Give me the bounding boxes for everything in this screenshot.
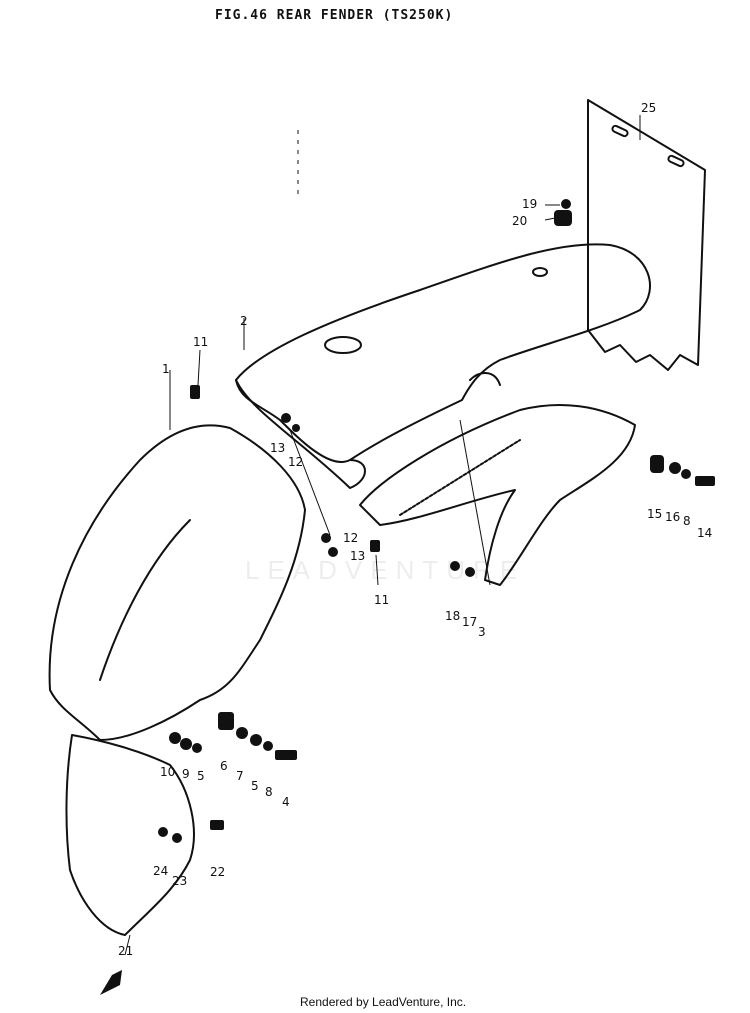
callout-16: 16 — [665, 510, 680, 524]
callout-5b: 5 — [251, 779, 259, 793]
callout-15: 15 — [647, 507, 662, 521]
washer-23 — [172, 833, 182, 843]
callout-14: 14 — [697, 526, 712, 540]
nut-13 — [281, 413, 291, 423]
callout-19: 19 — [522, 197, 537, 211]
bolt-11 — [190, 385, 200, 399]
callout-20: 20 — [512, 214, 527, 228]
callout-1: 1 — [162, 362, 170, 376]
callout-8: 8 — [265, 785, 273, 799]
callout-24: 24 — [153, 864, 168, 878]
callout-23: 23 — [172, 874, 187, 888]
screw-22 — [210, 820, 224, 830]
callout-4: 4 — [282, 795, 290, 809]
callout-12b: 12 — [343, 531, 358, 545]
callout-3: 3 — [478, 625, 486, 639]
callout-11: 11 — [193, 335, 208, 349]
callout-13b: 13 — [350, 549, 365, 563]
spacer-6 — [218, 712, 234, 730]
washer-5b — [192, 743, 202, 753]
render-credit: Rendered by LeadVenture, Inc. — [300, 995, 467, 1009]
callout-18: 18 — [445, 609, 460, 623]
cushion-20 — [554, 210, 572, 226]
callout-12: 12 — [288, 455, 303, 469]
fasteners — [158, 199, 715, 843]
callout-17: 17 — [462, 615, 477, 629]
license-plate — [587, 99, 706, 371]
bolt-19 — [561, 199, 571, 209]
plate-slot — [667, 154, 685, 168]
bolt-14 — [695, 476, 715, 486]
callout-11b: 11 — [374, 593, 389, 607]
callouts: 1 2 3 4 5 5 6 7 8 8 9 10 11 11 12 12 13 … — [118, 101, 712, 958]
nut-24 — [158, 827, 168, 837]
fender-bracket — [359, 404, 636, 586]
upper-fender — [235, 243, 651, 463]
plate-slot — [611, 124, 629, 138]
collar-16 — [669, 462, 681, 474]
callout-6: 6 — [220, 759, 228, 773]
bolt-11b — [370, 540, 380, 552]
collar-7 — [236, 727, 248, 739]
washer-8 — [681, 469, 691, 479]
nut-15 — [650, 455, 664, 473]
leader-lines — [124, 115, 641, 956]
callout-10: 10 — [160, 765, 175, 779]
nut-18 — [450, 561, 460, 571]
nut-10 — [169, 732, 181, 744]
callout-22: 22 — [210, 865, 225, 879]
callout-13: 13 — [270, 441, 285, 455]
washer-12 — [292, 424, 300, 432]
callout-21: 21 — [118, 944, 133, 958]
arrow-mark — [100, 970, 122, 995]
figure-title: FIG.46 REAR FENDER (TS250K) — [215, 8, 454, 23]
main-fender — [48, 424, 306, 741]
callout-7: 7 — [236, 769, 244, 783]
callout-9: 9 — [182, 767, 190, 781]
washer-5 — [250, 734, 262, 746]
washer-12b — [321, 533, 331, 543]
washer-9 — [180, 738, 192, 750]
callout-5: 5 — [197, 769, 205, 783]
callout-2: 2 — [240, 314, 248, 328]
callout-25: 25 — [641, 101, 656, 115]
washer-8b — [263, 741, 273, 751]
nut-13b — [328, 547, 338, 557]
callout-8b: 8 — [683, 514, 691, 528]
bolt-4 — [275, 750, 297, 760]
washer-17 — [465, 567, 475, 577]
mud-flap — [65, 734, 195, 936]
